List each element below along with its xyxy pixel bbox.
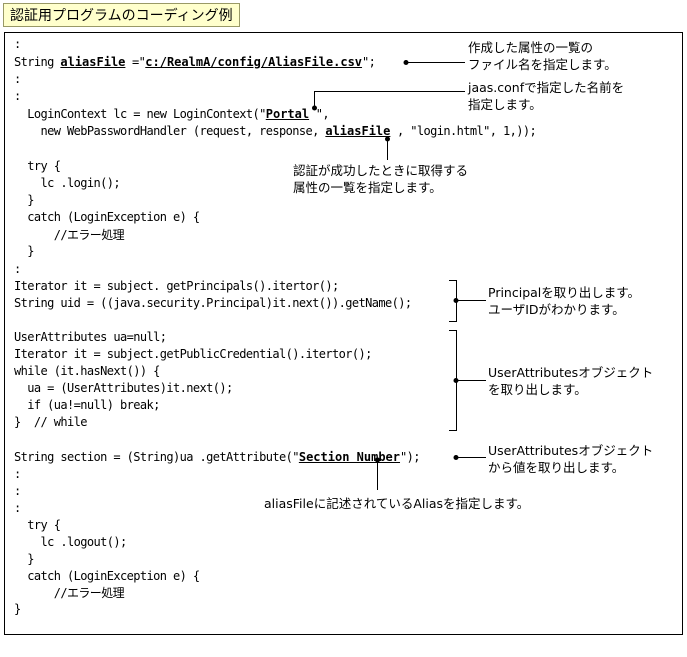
note-line: UserAttributesオブジェクト — [488, 443, 654, 458]
code-line-28: } — [14, 552, 34, 566]
code-line-19: ua = (UserAttributes)it.next(); — [14, 381, 233, 395]
code-line-22: String section = (String)ua .getAttribut… — [14, 449, 420, 466]
note-principal: Principalを取り出します。 ユーザIDがわかります。 — [488, 284, 640, 318]
note-alias-file: 作成した属性の一覧の ファイル名を指定します。 — [468, 39, 617, 73]
code-highlight: aliasFile — [60, 55, 126, 69]
code-line-8: lc .login(); — [14, 176, 120, 190]
code-line-18: while (it.hasNext()) { — [14, 364, 160, 378]
code-line-25: : — [14, 501, 21, 515]
note-line: ユーザIDがわかります。 — [488, 302, 625, 317]
code-line-29: catch (LoginException e) { — [14, 569, 200, 583]
note-line: 指定します。 — [468, 97, 542, 112]
code-line-20: if (ua!=null) break; — [14, 398, 160, 412]
code-text: ", — [309, 107, 330, 121]
note-alias: aliasFileに記述されているAliasを指定します。 — [264, 496, 530, 511]
code-line-6: new WebPasswordHandler (request, respons… — [14, 123, 536, 140]
code-line-15: String uid = ((java.security.Principal)i… — [14, 296, 412, 310]
code-text: new WebPasswordHandler (request, respons… — [14, 124, 326, 138]
code-line-5: LoginContext lc = new LoginContext("Port… — [14, 106, 329, 123]
note-line: から値を取り出します。 — [488, 460, 625, 475]
note-line: Principalを取り出します。 — [488, 285, 641, 300]
code-line-3: : — [14, 72, 21, 86]
note-line: ファイル名を指定します。 — [468, 57, 617, 72]
code-text: String — [14, 55, 61, 69]
code-line-1: : — [14, 37, 21, 51]
code-line-31: } — [14, 602, 21, 616]
code-text: =" — [125, 55, 146, 69]
code-line-11: //エラー処理 — [14, 228, 125, 242]
code-text: "; — [362, 55, 376, 69]
code-line-12: } — [14, 244, 34, 258]
note-line: 作成した属性の一覧の — [468, 40, 594, 55]
note-line: UserAttributesオブジェクト — [488, 365, 654, 380]
code-frame — [4, 32, 683, 635]
code-highlight: aliasFile — [325, 124, 391, 138]
note-attribute-list: 認証が成功したときに取得する 属性の一覧を指定します。 — [293, 162, 468, 196]
code-line-23: : — [14, 467, 21, 481]
note-jaas-conf: jaas.confで指定した名前を 指定します。 — [468, 79, 624, 113]
code-line-26: try { — [14, 518, 61, 532]
code-text: "); — [400, 450, 420, 464]
code-highlight: c:/RealmA/config/AliasFile.csv — [145, 55, 363, 69]
code-line-7: try { — [14, 159, 61, 173]
note-user-attributes: UserAttributesオブジェクト を取り出します。 — [488, 364, 653, 398]
code-line-30: //エラー処理 — [14, 586, 125, 600]
code-line-24: : — [14, 484, 21, 498]
code-line-17: Iterator it = subject.getPublicCredentia… — [14, 347, 372, 361]
note-line: を取り出します。 — [488, 382, 587, 397]
note-line: 認証が成功したときに取得する — [293, 163, 469, 178]
page-title: 認証用プログラムのコーディング例 — [3, 3, 240, 27]
code-line-4: : — [14, 89, 21, 103]
code-line-13: : — [14, 262, 21, 276]
code-line-9: } — [14, 193, 34, 207]
code-line-14: Iterator it = subject. getPrincipals().i… — [14, 279, 339, 293]
code-line-16: UserAttributes ua=null; — [14, 330, 167, 344]
code-highlight: Portal — [265, 107, 310, 121]
code-text: LoginContext lc = new LoginContext(" — [14, 107, 266, 121]
code-text: , "login.html", 1,)); — [390, 124, 537, 138]
code-line-27: lc .logout(); — [14, 535, 127, 549]
note-get-value: UserAttributesオブジェクト から値を取り出します。 — [488, 442, 653, 476]
code-line-2: String aliasFile ="c:/RealmA/config/Alia… — [14, 54, 376, 71]
code-line-21: } // while — [14, 415, 87, 429]
note-line: 属性の一覧を指定します。 — [293, 180, 442, 195]
code-line-10: catch (LoginException e) { — [14, 210, 200, 224]
code-text: String section = (String)ua .getAttribut… — [14, 450, 299, 464]
note-line: jaas.confで指定した名前を — [468, 80, 625, 95]
code-highlight: Section Number — [298, 450, 401, 464]
